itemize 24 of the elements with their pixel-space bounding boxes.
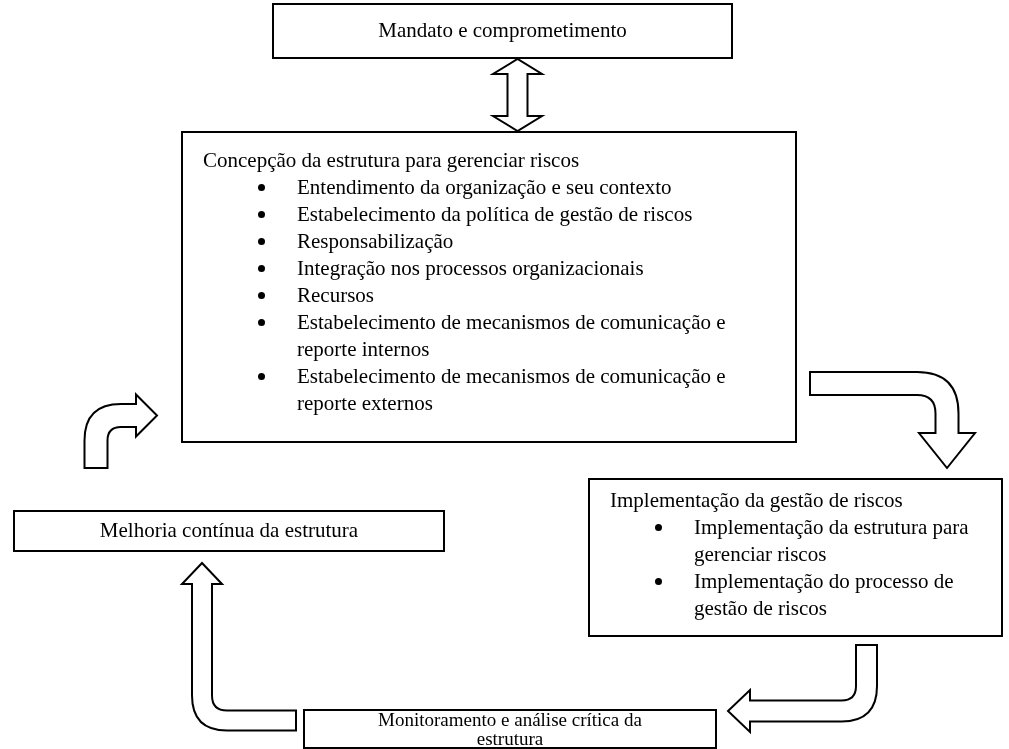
bullet-item: Integração nos processos organizacionais bbox=[297, 255, 645, 282]
block-arrow bbox=[727, 644, 878, 733]
box-label: Melhoria contínua da estrutura bbox=[99, 518, 359, 544]
block-arrow bbox=[181, 562, 297, 732]
bullet-item: Entendimento da organização e seu contexto bbox=[297, 174, 673, 201]
box-label: Monitoramento e análise crítica da estrutura bbox=[377, 710, 643, 748]
block-arrow bbox=[809, 371, 976, 469]
bullet-item: Estabelecimento de mecanismos de comunicação e reporte externos bbox=[297, 363, 727, 417]
text-box bbox=[303, 709, 717, 749]
box-label: Mandato e comprometimento bbox=[378, 18, 627, 44]
box-heading: Implementação da gestão de riscos bbox=[610, 487, 904, 514]
bullet-item: Estabelecimento de mecanismos de comunicação e reporte internos bbox=[297, 309, 727, 363]
bullet-item: Implementação da estrutura para gerenciar riscos bbox=[694, 514, 970, 568]
text-box bbox=[272, 3, 733, 59]
bullet-item: Estabelecimento da política de gestão de riscos bbox=[297, 201, 694, 228]
box-heading: Concepção da estrutura para gerenciar riscos bbox=[203, 147, 581, 174]
text-box bbox=[13, 510, 445, 552]
bullet-item: Recursos bbox=[297, 282, 375, 309]
bullet-item: Implementação do processo de gestão de riscos bbox=[694, 568, 955, 622]
bullet-item: Responsabilização bbox=[297, 228, 455, 255]
text-box bbox=[181, 131, 797, 443]
double-block-arrow bbox=[489, 57, 546, 133]
block-arrow bbox=[83, 393, 158, 469]
text-box bbox=[588, 478, 1003, 637]
